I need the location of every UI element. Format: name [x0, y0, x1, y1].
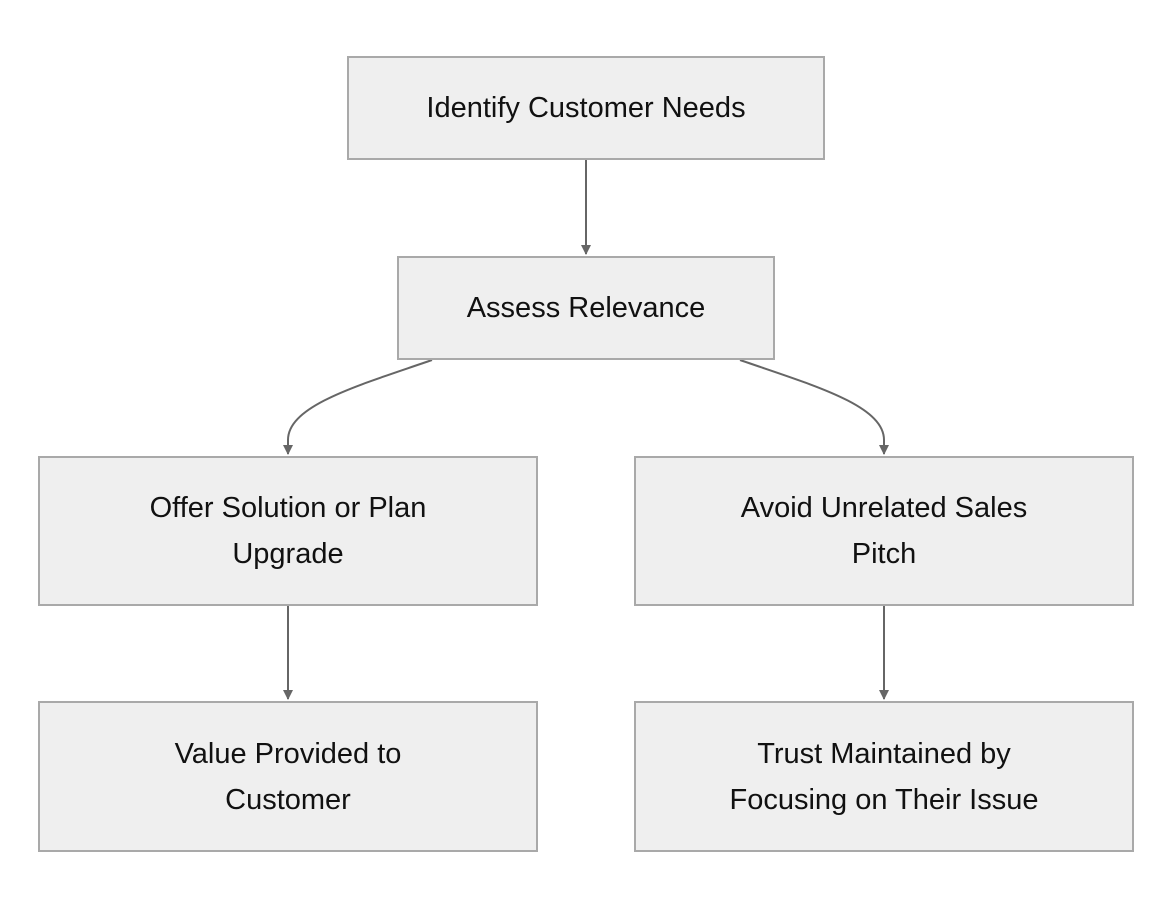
node-avoid-unrelated-sales-pitch: Avoid Unrelated Sales Pitch [634, 456, 1134, 606]
node-label-line-1: Avoid Unrelated Sales [740, 492, 1028, 524]
node-label-line-2: Pitch [851, 538, 917, 570]
node-label-line-2: Customer [225, 783, 351, 816]
node-identify-customer-needs: Identify Customer Needs [347, 56, 825, 160]
node-label-line-2: Upgrade [232, 538, 344, 570]
node-label-line-1: Value Provided to [174, 737, 402, 770]
edge-assess-to-offer [283, 359, 433, 455]
node-label-line-1: Trust Maintained by [757, 737, 1011, 770]
node-value-provided: Value Provided to Customer [38, 701, 538, 852]
node-label: Identify Customer Needs [426, 92, 746, 124]
edge-assess-to-avoid [739, 359, 889, 455]
node-label-line-2: Focusing on Their Issue [729, 783, 1039, 816]
node-label: Assess Relevance [466, 292, 706, 324]
node-assess-relevance: Assess Relevance [397, 256, 775, 360]
node-offer-solution: Offer Solution or Plan Upgrade [38, 456, 538, 606]
node-label-line-1: Offer Solution or Plan [149, 492, 427, 524]
node-trust-maintained: Trust Maintained by Focusing on Their Is… [634, 701, 1134, 852]
